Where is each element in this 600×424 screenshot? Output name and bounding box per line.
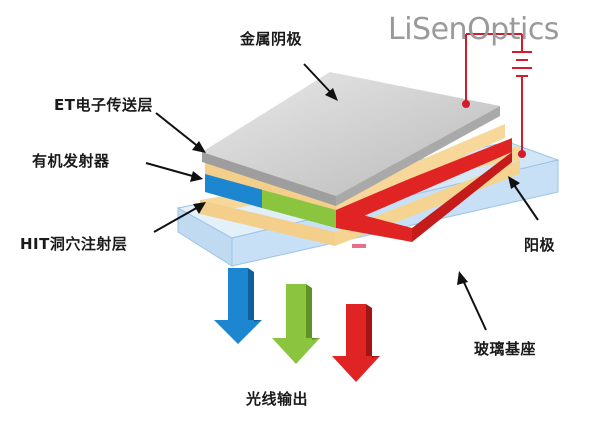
label-anode: 阳极 — [524, 236, 556, 254]
green-light-arrow — [272, 284, 320, 364]
lisenoptics-logo: LiSenOptics — [388, 12, 559, 47]
metal-cathode — [202, 72, 500, 206]
blue-light-arrow — [214, 268, 262, 344]
etl-pointer — [155, 112, 206, 153]
organic-pointer — [145, 162, 203, 182]
label-metal-cathode: 金属阴极 — [240, 30, 303, 48]
label-pointers — [145, 63, 539, 331]
glass-pointer — [457, 271, 487, 331]
light-output-arrows — [214, 268, 380, 382]
anode-pointer — [508, 176, 539, 221]
label-light-output: 光线输出 — [246, 390, 309, 408]
label-glass-substrate: 玻璃基座 — [474, 340, 537, 358]
label-organic-emitter: 有机发射器 — [32, 152, 110, 170]
organic-emitter-layer — [205, 138, 512, 242]
cathode-pointer — [303, 63, 338, 101]
label-electron-transport-layer: ET电子传送层 — [54, 96, 153, 114]
label-hole-injection-layer: HIT洞穴注射层 — [20, 235, 128, 253]
htl-pointer — [153, 202, 206, 233]
red-light-arrow — [332, 304, 380, 382]
power-circuit — [462, 33, 532, 158]
